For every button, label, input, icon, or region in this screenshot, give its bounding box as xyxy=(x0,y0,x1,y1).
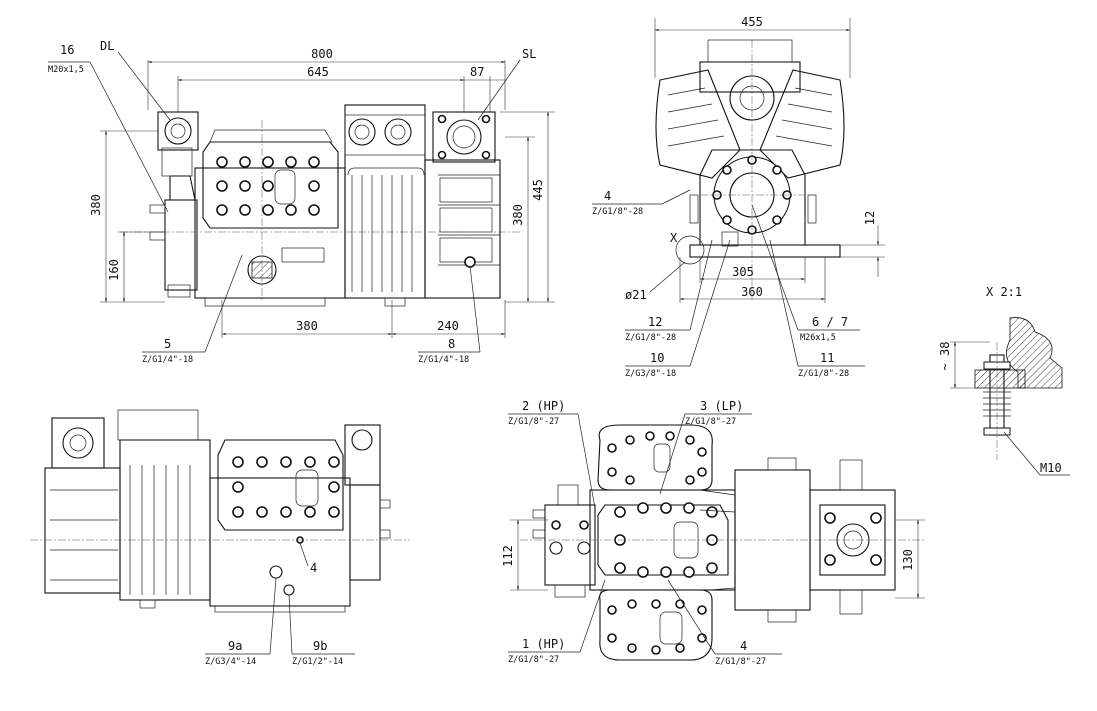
dim-800: 800 xyxy=(311,47,333,61)
dim-phi21: ø21 xyxy=(625,288,647,302)
callout-2-spec: Z/G1/8"-27 xyxy=(508,417,559,427)
dim-445: 445 xyxy=(531,179,545,201)
top-middle-bolts xyxy=(614,502,718,578)
top-view: 112 130 2 (HP) Z/G1/8"-27 3 (LP) Z/G1/8"… xyxy=(501,399,925,667)
top-callout-4-num: 4 xyxy=(740,639,747,653)
detail-view: X 2:1 ~ 38 M10 xyxy=(938,285,1070,476)
dim-380-left: 380 xyxy=(89,194,103,216)
side-callout-4-num: 4 xyxy=(604,189,611,203)
dim-12: 12 xyxy=(863,211,877,225)
label-m10: M10 xyxy=(1040,461,1062,475)
callout-1-spec: Z/G1/8"-27 xyxy=(508,655,559,665)
dim-130: 130 xyxy=(901,549,915,571)
front-view: 800 645 87 445 380 380 160 380 24 xyxy=(48,39,555,365)
rear-view: 4 9a Z/G3/4"-14 9b Z/G1/2"-14 xyxy=(30,409,410,667)
rear-head-bolts xyxy=(232,456,340,518)
side-callout-67-num: 6 / 7 xyxy=(812,315,848,329)
callout-16-num: 16 xyxy=(60,43,74,57)
side-view: X 455 12 305 360 ø21 4 Z/G1/8"-28 12 Z/G… xyxy=(592,15,885,379)
dim-455: 455 xyxy=(741,15,763,29)
label-sl: SL xyxy=(522,47,536,61)
dim-38: ~ 38 xyxy=(938,342,952,371)
dim-360: 360 xyxy=(741,285,763,299)
side-callout-12-num: 12 xyxy=(648,315,662,329)
callout-9b-spec: Z/G1/2"-14 xyxy=(292,657,343,667)
side-callout-11-spec: Z/G1/8"-28 xyxy=(798,369,849,379)
top-upper-head-bolts xyxy=(607,431,707,485)
side-callout-4-spec: Z/G1/8"-28 xyxy=(592,207,643,217)
side-callout-11-num: 11 xyxy=(820,351,834,365)
dim-112: 112 xyxy=(501,545,515,567)
dim-645: 645 xyxy=(307,65,329,79)
callout-3-num: 3 (LP) xyxy=(700,399,743,413)
side-callout-10-spec: Z/G3/8"-18 xyxy=(625,369,676,379)
side-callout-10-num: 10 xyxy=(650,351,664,365)
callout-1-num: 1 (HP) xyxy=(522,637,565,651)
callout-8-spec: Z/G1/4"-18 xyxy=(418,355,469,365)
callout-16-spec: M20x1,5 xyxy=(48,65,84,75)
label-dl: DL xyxy=(100,39,114,53)
callout-9b-num: 9b xyxy=(313,639,327,653)
label-x: X xyxy=(670,231,678,245)
side-callout-67-spec: M26x1,5 xyxy=(800,333,836,343)
callout-9a-num: 9a xyxy=(228,639,242,653)
rear-label-4: 4 xyxy=(310,561,317,575)
callout-9a-spec: Z/G3/4"-14 xyxy=(205,657,256,667)
dim-380-right: 380 xyxy=(511,204,525,226)
motor-fins xyxy=(347,167,425,292)
callout-8-num: 8 xyxy=(448,337,455,351)
callout-2-num: 2 (HP) xyxy=(522,399,565,413)
callout-5-num: 5 xyxy=(164,337,171,351)
dim-87: 87 xyxy=(470,65,484,79)
dim-240: 240 xyxy=(437,319,459,333)
dim-380-bottom: 380 xyxy=(296,319,318,333)
dim-160: 160 xyxy=(107,259,121,281)
top-lower-head-bolts xyxy=(607,599,707,655)
dim-305: 305 xyxy=(732,265,754,279)
side-callout-12-spec: Z/G1/8"-28 xyxy=(625,333,676,343)
detail-title: X 2:1 xyxy=(986,285,1022,299)
top-callout-4-spec: Z/G1/8"-27 xyxy=(715,657,766,667)
callout-3-spec: Z/G1/8"-27 xyxy=(685,417,736,427)
callout-5-spec: Z/G1/4"-18 xyxy=(142,355,193,365)
front-head-bolts xyxy=(216,156,320,216)
